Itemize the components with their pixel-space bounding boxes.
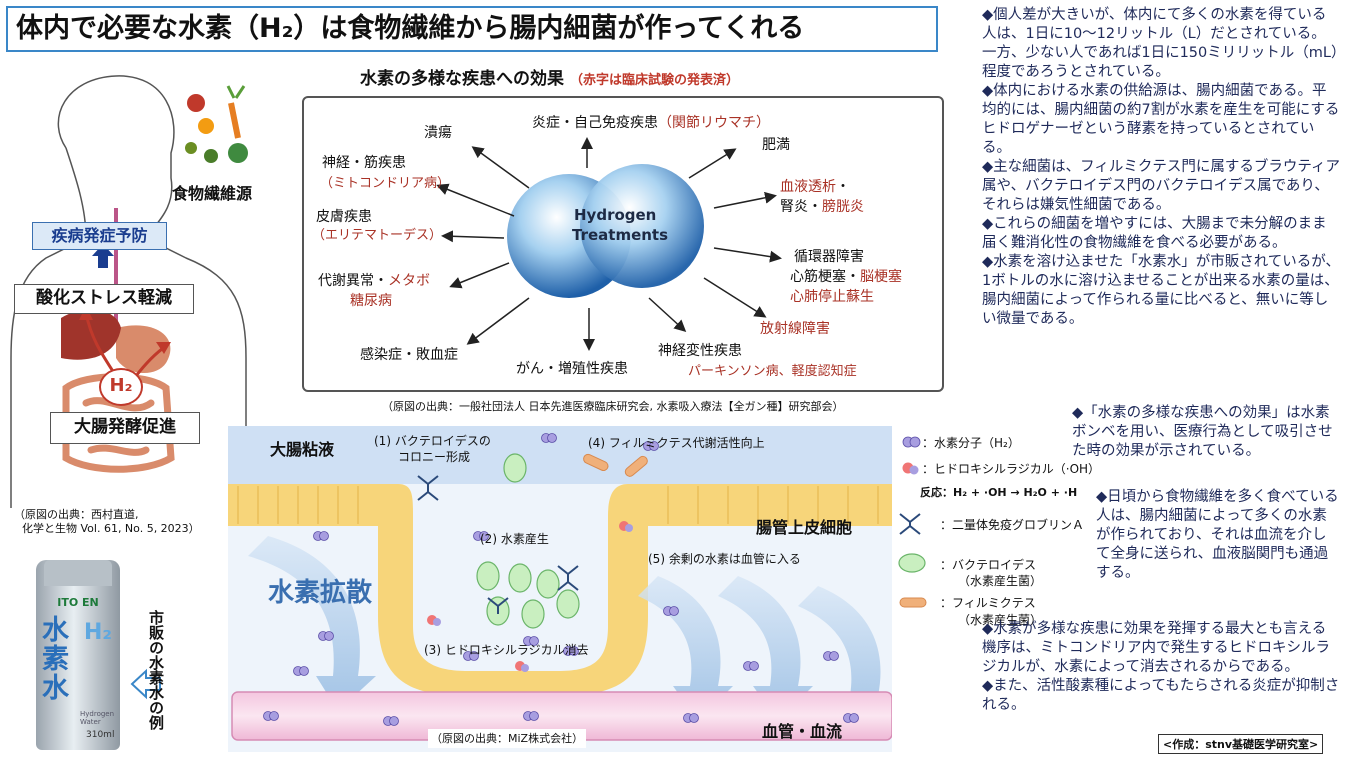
label-nephritis: 腎炎・ bbox=[780, 199, 822, 215]
left-cite-line2: 化学と生物 Vol. 61, No. 5, 2023） bbox=[22, 522, 200, 535]
label-skin-red: （エリテマトーデス） bbox=[312, 228, 443, 243]
label-vessel: 血管・血流 bbox=[762, 722, 843, 741]
legend-bact-2: （水素産生菌） bbox=[958, 574, 1043, 588]
effects-title-note: （赤字は臨床試験の発表済） bbox=[570, 73, 740, 88]
label-stroke: 脳梗塞 bbox=[860, 269, 902, 285]
left-arrow-icon bbox=[130, 668, 161, 700]
oxidative-stress-box: 酸化ストレス軽減 bbox=[14, 284, 194, 314]
legend-firm-1: ：フィルミクテス bbox=[940, 596, 1036, 610]
legend-iga: ：二量体免疫グロブリンＡ bbox=[940, 518, 1085, 532]
h2-bubble: H₂ bbox=[99, 368, 143, 406]
label-mi: 心筋梗塞・ bbox=[790, 269, 860, 285]
disease-prevention-box: 疾病発症予防 bbox=[32, 222, 167, 250]
label-metabolic: 代謝異常・メタボ bbox=[318, 272, 430, 291]
food-fiber-label: 食物繊維源 bbox=[172, 184, 253, 203]
can-brand: ITO EN bbox=[57, 596, 99, 609]
label-cystitis: 膀胱炎 bbox=[822, 199, 864, 215]
step1-line2: コロニー形成 bbox=[398, 450, 471, 464]
intestine-graphics bbox=[228, 426, 892, 741]
body-illustration bbox=[10, 75, 248, 508]
label-cancer: がん・増殖性疾患 bbox=[516, 361, 628, 377]
step2: (2) 水素産生 bbox=[480, 532, 549, 546]
effects-arrows bbox=[436, 137, 782, 351]
label-circulatory: 循環器障害 bbox=[794, 249, 864, 265]
legend-h2: ：水素分子（H₂） bbox=[922, 436, 1020, 450]
fermentation-box: 大腸発酵促進 bbox=[50, 412, 200, 444]
legend-reaction: 反応：H₂ + ·OH → H₂O + ·H bbox=[920, 486, 1078, 499]
product-caption: 市販の水素水の例 bbox=[147, 610, 165, 730]
hydrogen-water-can: ITO EN 水素水 H₂ Hydrogen Water 310ml bbox=[36, 560, 120, 750]
label-dialysis-red: 血液透析 bbox=[780, 179, 836, 195]
label-diabetes: 糖尿病 bbox=[350, 293, 392, 309]
para-1: ◆個人差が大きいが、体内にて多くの水素を得ている人は、1日に10〜12リットル（… bbox=[982, 7, 1339, 80]
label-dialysis-dot: ・ bbox=[836, 179, 850, 195]
left-cite-line1: （原図の出典：西村直道, bbox=[14, 508, 139, 521]
step1-line1: (1) バクテロイデスの bbox=[374, 434, 491, 448]
can-volume: 310ml bbox=[86, 730, 115, 740]
center-label-line2: Treatments bbox=[572, 226, 669, 244]
label-diffusion: 水素拡散 bbox=[268, 578, 373, 608]
label-infection: 感染症・敗血症 bbox=[360, 347, 458, 363]
para-9: ◆また、活性酸素種によってもたらされる炎症が抑制される。 bbox=[982, 678, 1340, 713]
legend-firm-2: （水素産生菌） bbox=[958, 613, 1043, 627]
para-3: ◆主な細菌は、フィルミクテス門に属するブラウティア属や、バクテロイデス門のバクテ… bbox=[982, 159, 1340, 213]
right-text-top: ◆個人差が大きいが、体内にて多くの水素を得ている人は、1日に10〜12リットル（… bbox=[982, 6, 1340, 329]
label-neurodeg: 神経変性疾患 bbox=[658, 343, 742, 359]
credit-tag: <作成：stnv基礎医学研究室> bbox=[1158, 734, 1324, 754]
para-7: ◆日頃から食物繊維を多く食べている人は、腸内細菌によって多くの水素が作られており… bbox=[1096, 489, 1339, 581]
label-epithelium: 腸管上皮細胞 bbox=[756, 518, 853, 537]
label-neuro-red: （ミトコンドリア病） bbox=[320, 176, 451, 191]
can-cap bbox=[44, 560, 112, 586]
label-ulcer: 潰瘍 bbox=[424, 125, 452, 141]
label-circulatory-line2: 心筋梗塞・脳梗塞 bbox=[790, 268, 902, 287]
label-mucus: 大腸粘液 bbox=[270, 440, 335, 459]
can-sub: Hydrogen Water bbox=[80, 710, 115, 726]
para-8: ◆水素が多様な疾患に効果を発揮する最大とも言える機序は、ミトコンドリア内で発生す… bbox=[982, 621, 1330, 675]
step3: (3) ヒドロキシルラジカル消去 bbox=[424, 643, 589, 657]
page-title: 体内で必要な水素（H₂）は食物繊維から腸内細菌が作ってくれる bbox=[6, 6, 938, 52]
label-dialysis-line2: 腎炎・膀胱炎 bbox=[780, 198, 864, 217]
intestine-diagram: 大腸粘液 腸管上皮細胞 水素拡散 血管・血流 (1) バクテロイデスの コロニー… bbox=[228, 426, 892, 752]
label-dialysis-line1: 血液透析・ bbox=[780, 178, 850, 197]
effects-title-text: 水素の多様な疾患への効果 bbox=[360, 69, 564, 89]
para-6: ◆「水素の多様な疾患への効果」は水素ボンベを用い、医療行為として吸引させた時の効… bbox=[1072, 405, 1333, 459]
step4: (4) フィルミクテス代謝活性向上 bbox=[588, 436, 765, 450]
effects-figure: Hydrogen Treatments 潰瘍 炎症・自己免疫疾患（関節リウマチ）… bbox=[302, 96, 944, 392]
center-label-line1: Hydrogen bbox=[574, 206, 657, 224]
can-name: 水素水 bbox=[42, 615, 69, 704]
label-inflammation: 炎症・自己免疫疾患（関節リウマチ） bbox=[532, 114, 770, 133]
label-skin: 皮膚疾患 bbox=[316, 209, 372, 225]
para-5: ◆水素を溶け込ませた「水素水」が市販されているが、1ボトルの水に溶け込ませること… bbox=[982, 254, 1340, 327]
bottom-cite: （原図の出典：MiZ株式会社） bbox=[428, 729, 587, 748]
label-radiation: 放射線障害 bbox=[760, 321, 830, 337]
label-cpr: 心肺停止蘇生 bbox=[790, 289, 874, 305]
legend-bact-1: ：バクテロイデス bbox=[940, 558, 1037, 572]
label-metabolic-main: 代謝異常・ bbox=[318, 273, 388, 289]
center-cite: （原図の出典：一般社団法人 日本先進医療臨床研究会, 水素吸入療法【全ガン種】研… bbox=[382, 400, 844, 413]
legend-oh: ：ヒドロキシルラジカル（·OH） bbox=[922, 462, 1101, 476]
effects-figure-title: 水素の多様な疾患への効果 （赤字は臨床試験の発表済） bbox=[360, 64, 739, 89]
label-neuro: 神経・筋疾患 bbox=[322, 155, 406, 171]
label-inflammation-red: （関節リウマチ） bbox=[658, 115, 770, 131]
label-obesity: 肥満 bbox=[762, 137, 790, 153]
can-h2: H₂ bbox=[84, 620, 113, 645]
step5: (5) 余剰の水素は血管に入る bbox=[648, 552, 801, 566]
right-text-bottom: ◆水素が多様な疾患に効果を発揮する最大とも言える機序は、ミトコンドリア内で発生す… bbox=[982, 620, 1340, 715]
label-inflammation-main: 炎症・自己免疫疾患 bbox=[532, 115, 658, 131]
para-4: ◆これらの細菌を増やすには、大腸まで未分解のまま届く難消化性の食物繊維を食べる必… bbox=[982, 216, 1327, 251]
label-metabo: メタボ bbox=[388, 273, 430, 289]
legend-symbols bbox=[898, 436, 927, 608]
label-neurodeg-red: パーキンソン病、軽度認知症 bbox=[688, 364, 857, 379]
para-2: ◆体内における水素の供給源は、腸内細菌である。平均的には、腸内細菌の約7割が水素… bbox=[982, 83, 1340, 156]
